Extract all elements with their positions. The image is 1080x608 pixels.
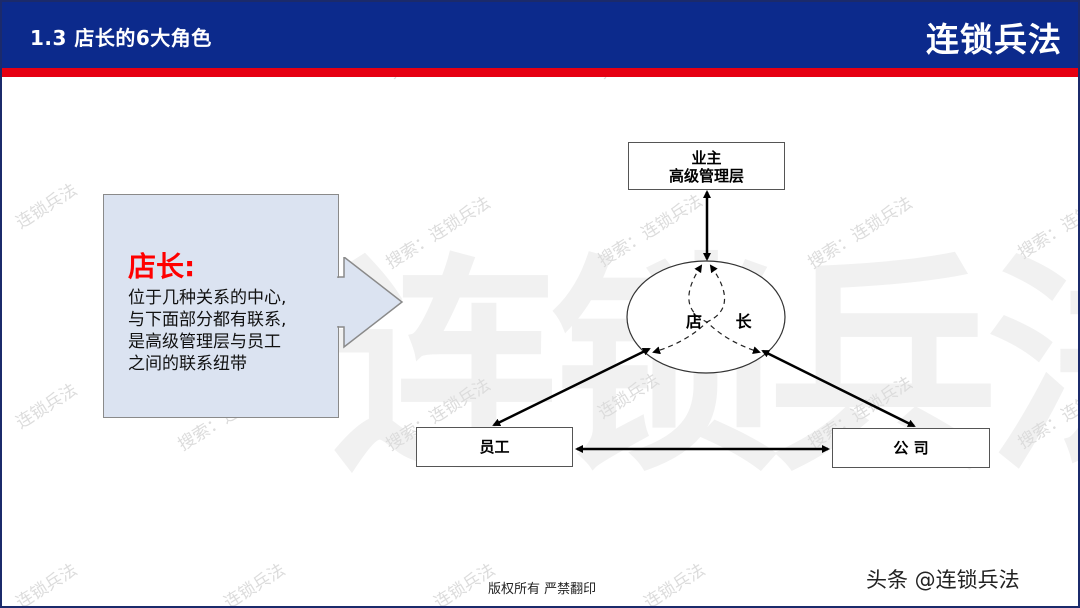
source-credit: 头条 @连锁兵法 bbox=[866, 568, 1020, 592]
callout-line: 之间的联系纽带 bbox=[128, 354, 247, 374]
callout-arrow bbox=[332, 257, 404, 349]
slide-header: 1.3 店长的6大角色 连锁兵法 bbox=[2, 2, 1078, 68]
dashed-arc-right bbox=[705, 264, 761, 355]
copyright-notice: 版权所有 严禁翻印 bbox=[488, 582, 597, 597]
callout-body: 位于几种关系的中心, 与下面部分都有联系, 是高级管理层与员工 之间的联系纽带 bbox=[128, 287, 333, 375]
staff-box: 员工 bbox=[416, 427, 573, 467]
arrow-company-manager bbox=[761, 349, 916, 428]
header-red-stripe bbox=[2, 68, 1078, 77]
arrow-staff-manager bbox=[492, 347, 651, 427]
senior-management-label: 高级管理层 bbox=[668, 167, 744, 185]
callout-line: 位于几种关系的中心, bbox=[128, 288, 287, 308]
callout-line: 是高级管理层与员工 bbox=[128, 332, 281, 352]
callout-line: 与下面部分都有联系, bbox=[128, 310, 287, 330]
owner-label: 业主 bbox=[691, 149, 722, 167]
section-title: 1.3 店长的6大角色 bbox=[30, 26, 212, 50]
store-manager-label: 店 长 bbox=[686, 312, 766, 331]
owner-management-box: 业主 高级管理层 bbox=[628, 142, 785, 190]
brand-logo: 连锁兵法 bbox=[926, 20, 1062, 59]
company-box: 公 司 bbox=[832, 428, 990, 468]
callout-title: 店长: bbox=[128, 250, 196, 283]
callout-box bbox=[103, 194, 339, 418]
